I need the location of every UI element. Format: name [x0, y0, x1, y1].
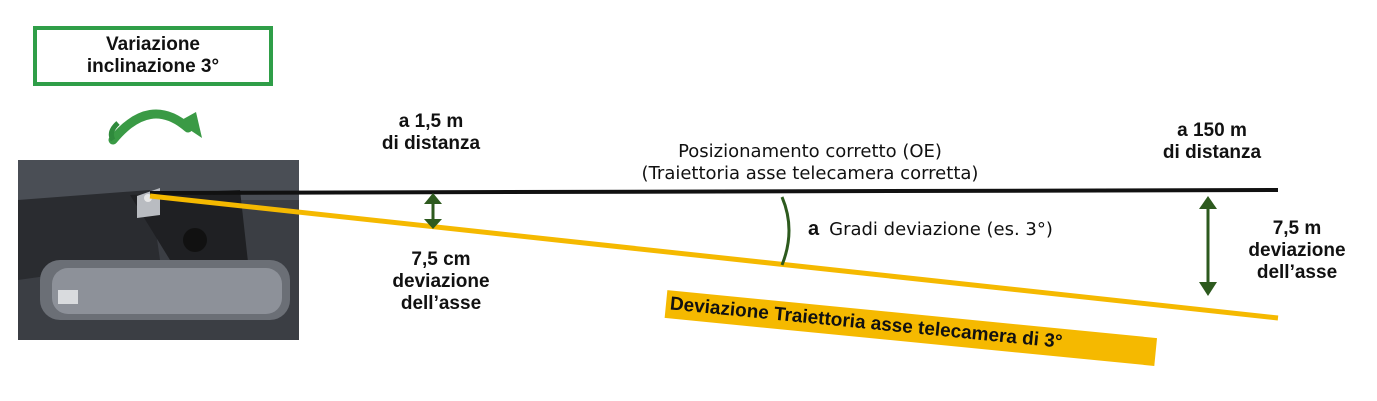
- tilt-line2: inclinazione 3°: [86, 56, 220, 77]
- far-double-arrow-icon: [1199, 196, 1217, 296]
- camera-photo: [18, 160, 299, 340]
- near-distance-label: a 1,5 m di distanza: [381, 111, 481, 154]
- near-double-arrow-icon: [424, 193, 442, 229]
- deviated-axis-line: [149, 193, 1279, 321]
- tilt-line1: Variazione: [106, 34, 200, 55]
- correct-position-label: Posizionamento corretto (OE) (Traiettori…: [641, 141, 979, 184]
- angle-arc-icon: [780, 196, 791, 266]
- angle-label: a Gradi deviazione (es. 3°): [808, 218, 1053, 241]
- correct-axis-line: [149, 188, 1279, 195]
- curved-arrow-icon: [108, 109, 202, 145]
- far-distance-label: a 150 m di distanza: [1162, 120, 1262, 163]
- tilt-variation-box: Variazione inclinazione 3°: [33, 26, 273, 86]
- angle-text: Gradi deviazione (es. 3°): [829, 219, 1053, 240]
- angle-symbol: a: [808, 218, 820, 240]
- far-deviation-label: 7,5 m deviazione dell’asse: [1248, 218, 1346, 283]
- near-deviation-label: 7,5 cm deviazione dell’asse: [392, 249, 490, 314]
